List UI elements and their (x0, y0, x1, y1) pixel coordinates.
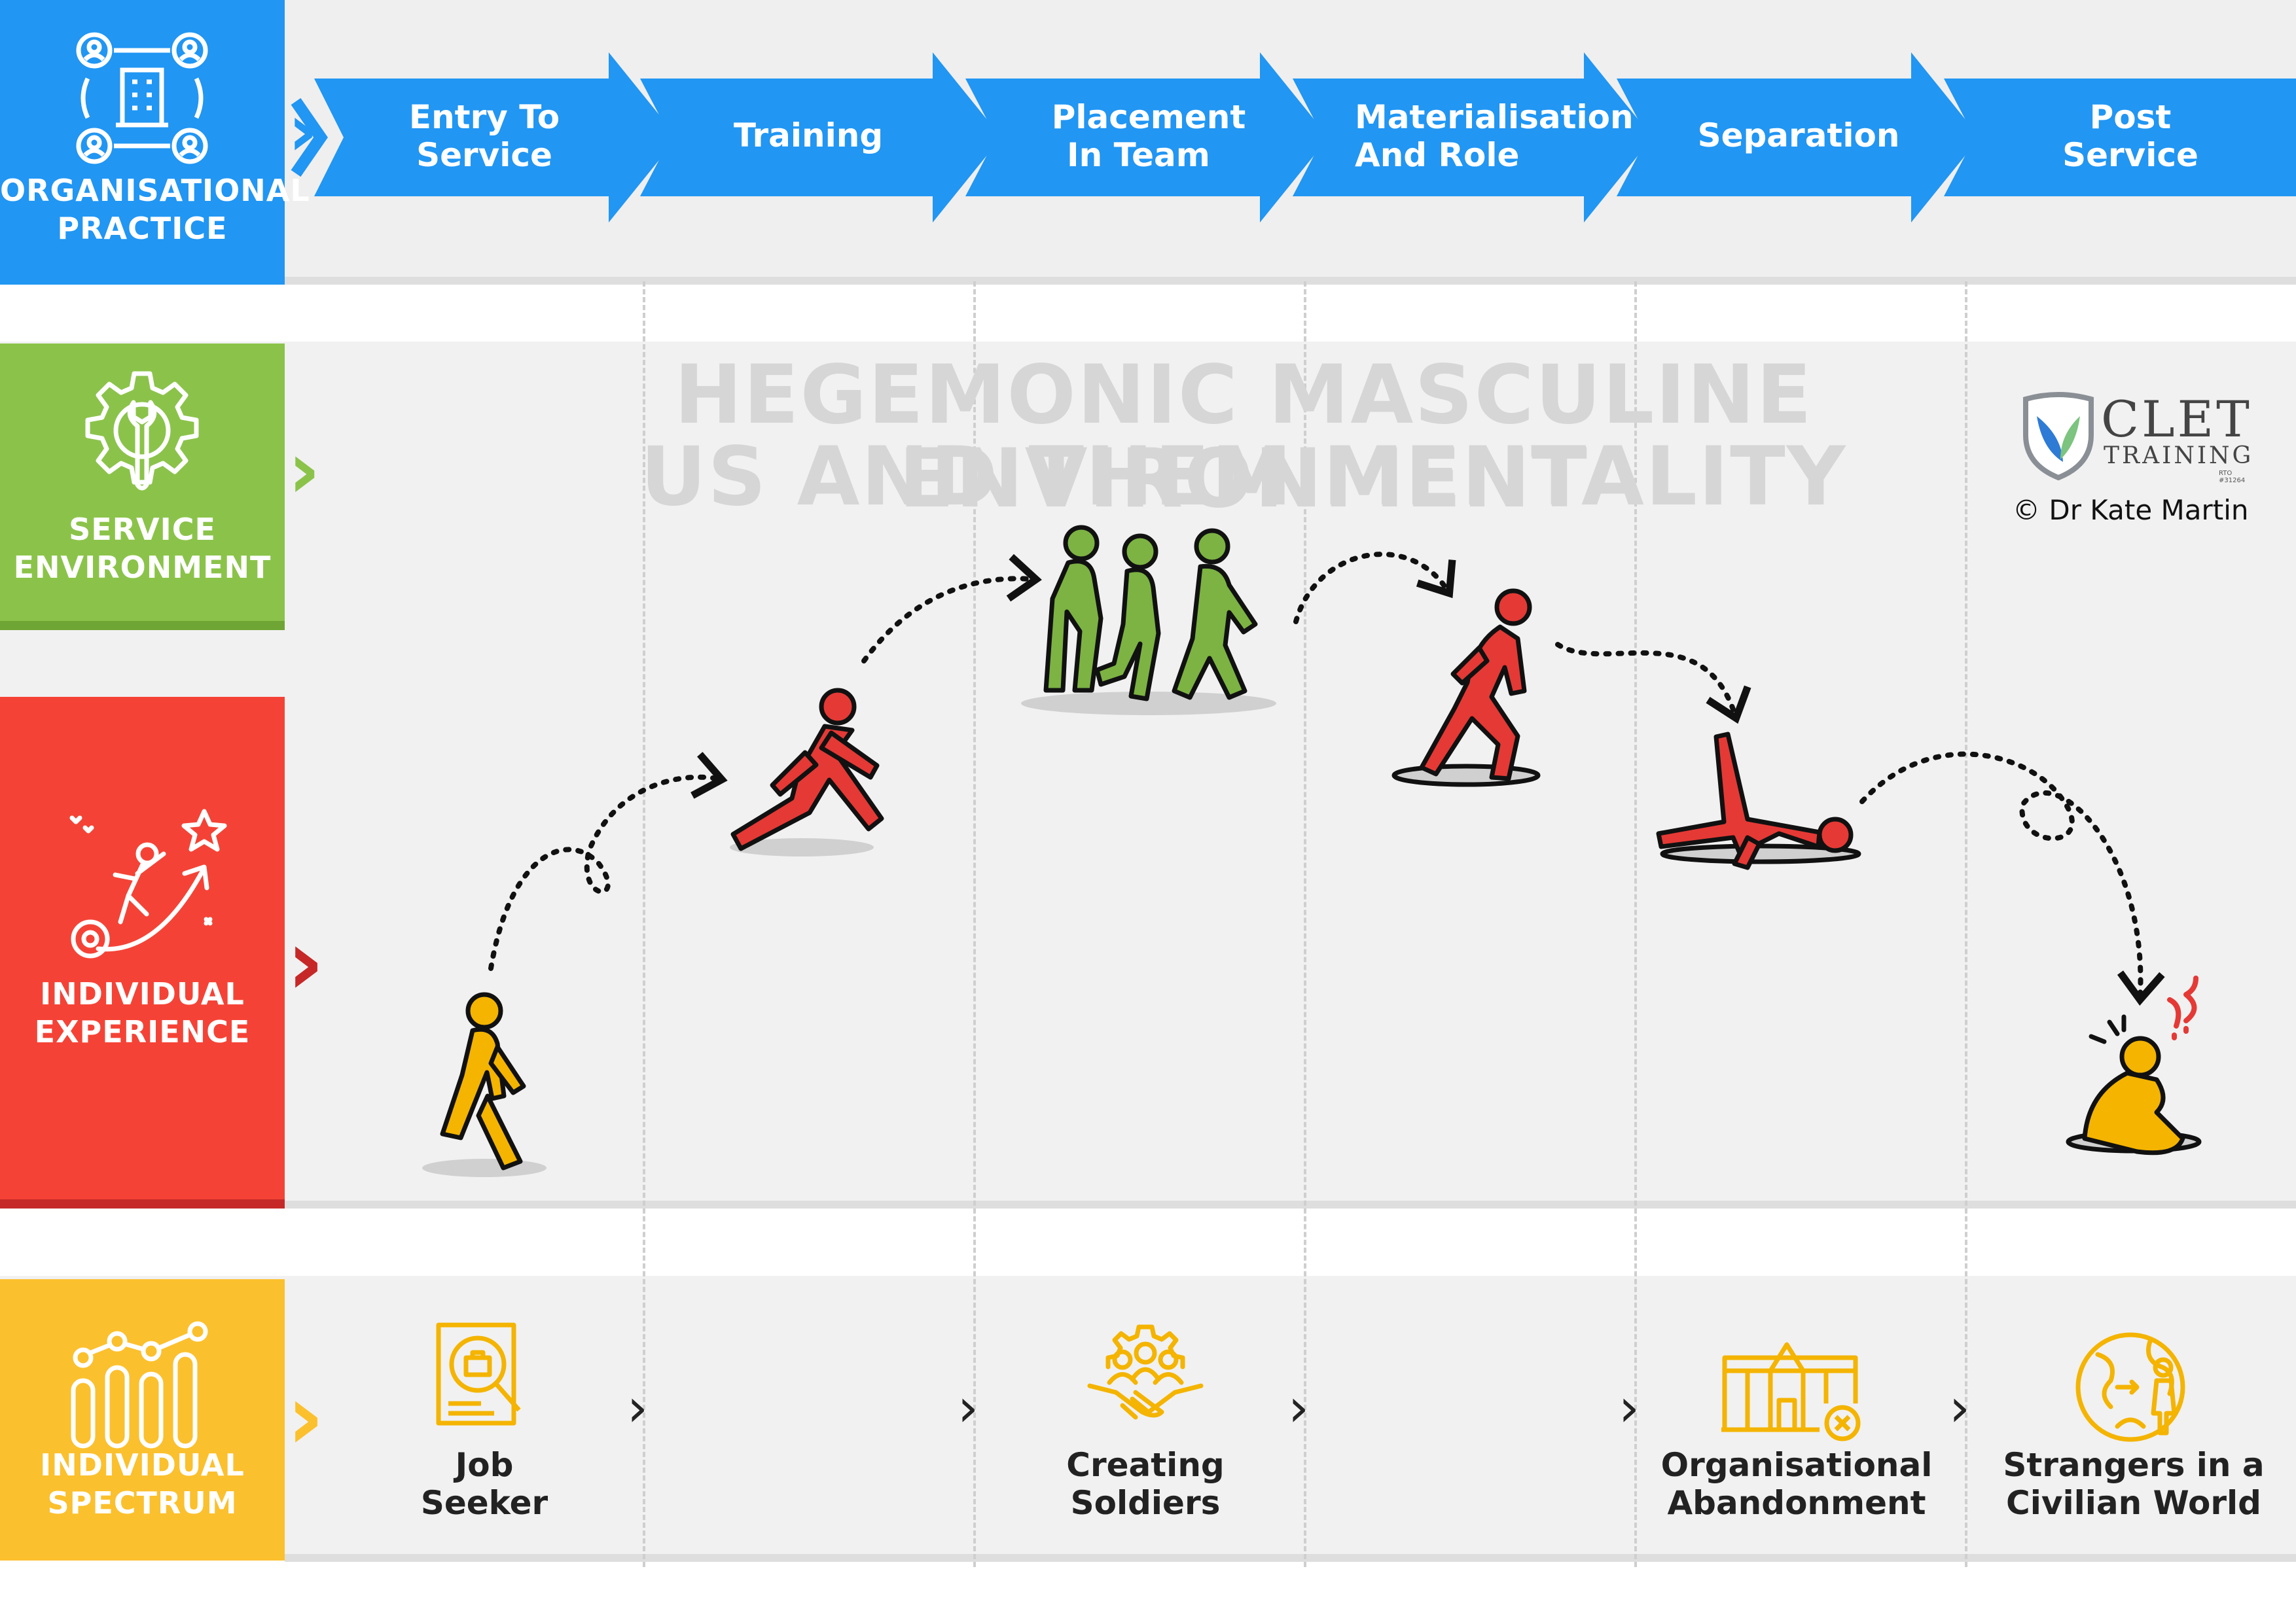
row-title-line: SERVICE (69, 512, 216, 547)
row-title-line: INDIVIDUAL (40, 976, 245, 1012)
practice-band-line (285, 277, 2296, 285)
figure-red-striding (730, 688, 884, 856)
figure-red-running (1391, 588, 1541, 787)
stage-label-line: Materialisation (1355, 98, 1634, 136)
row-title-line: EXPERIENCE (34, 1014, 251, 1050)
spectrum-line: Civilian World (2006, 1484, 2261, 1522)
stage-label-line: Entry To (408, 98, 560, 136)
stage-label-line: In Team (1067, 136, 1210, 174)
figure-yellow-walking (422, 992, 547, 1177)
stage-label-line: Service (416, 136, 552, 174)
stage-arrows (291, 52, 2296, 222)
stage-label-line: Training (733, 116, 884, 154)
shield-icon (2023, 392, 2094, 481)
spectrum-line: Strangers in a (2003, 1446, 2265, 1484)
stage-divider (973, 281, 976, 1567)
spectrum-line: Creating (1066, 1446, 1225, 1484)
stage-label-line: And Role (1355, 136, 1520, 174)
spectrum-band-line (285, 1554, 2296, 1562)
row-chevron-green: › (288, 425, 321, 516)
row-chevron-red: › (287, 909, 325, 1016)
figure-green-group (1021, 525, 1276, 715)
row-title-line: ORGANISATIONAL (0, 173, 310, 208)
spectrum-band (0, 1276, 2296, 1561)
journey-path-1 (488, 752, 728, 971)
spectrum-line: Soldiers (1070, 1484, 1221, 1522)
job-search-icon (436, 1322, 521, 1426)
journey-path-4 (1555, 642, 1751, 724)
spectrum-line: Abandonment (1667, 1484, 1926, 1522)
spectrum-line: Organisational (1660, 1446, 1933, 1484)
stage-arrow-placement (965, 52, 1329, 222)
stage-label-separation: Separation (1668, 116, 1929, 154)
row-stripe (0, 1199, 285, 1209)
closed-building-icon (1721, 1342, 1861, 1441)
logo-credit: © Dr Kate Martin (2013, 494, 2249, 526)
logo-sub: TRAINING (2104, 442, 2254, 469)
spectrum-chevron: › (1949, 1377, 1970, 1438)
journey-path-2 (861, 554, 1042, 663)
spectrum-chevron: › (958, 1377, 978, 1438)
organisation-people-icon (76, 32, 208, 164)
logo-rto: RTO #31264 (2219, 470, 2246, 484)
stage-divider (1634, 281, 1637, 1567)
figure-yellow-sitting (2066, 976, 2202, 1156)
stage-label-line: Service (2062, 136, 2198, 174)
journey-path-3 (1293, 552, 1456, 624)
stage-divider (643, 281, 645, 1567)
row-title-line: SPECTRUM (47, 1485, 238, 1521)
figure-red-fallen (1656, 732, 1861, 870)
main-band-line (285, 1201, 2296, 1209)
stage-label-training: Training (691, 116, 926, 154)
stage-arrow-training (640, 52, 1001, 222)
main-band (0, 342, 2296, 1209)
watermark-line-1: HEGEMONIC MASCULINE ENVIRONMENT (674, 348, 1813, 526)
spectrum-line: Seeker (420, 1484, 548, 1522)
lead-chevron (291, 97, 328, 177)
stage-label-line: Post (2089, 98, 2172, 136)
row-stripe (0, 621, 285, 630)
globe-person-icon (2075, 1332, 2185, 1442)
gear-wrench-icon (85, 371, 199, 491)
journey-path-5 (1859, 751, 2165, 1006)
row-title-line: ENVIRONMENT (13, 550, 272, 585)
spectrum-chevron: › (627, 1377, 648, 1438)
watermark-line-2: US AND THEM MENTALITY (640, 430, 1847, 524)
stage-arrow-post (1944, 79, 2296, 196)
handshake-team-icon (1087, 1324, 1204, 1420)
spectrum-chevron: › (1288, 1377, 1309, 1438)
bar-growth-icon (71, 1321, 208, 1449)
spectrum-line: Job (455, 1446, 514, 1484)
logo-name: CLET (2101, 390, 2252, 448)
stage-arrow-materialisation (1293, 52, 1653, 222)
stage-label-line: Placement (1051, 98, 1246, 136)
row-title-line: PRACTICE (57, 211, 228, 246)
stage-arrow-entry (314, 52, 677, 222)
climbing-achiever-icon (69, 809, 227, 959)
stage-arrow-separation (1617, 52, 1980, 222)
stage-divider (1965, 281, 1967, 1567)
clet-logo: CLET TRAINING RTO #31264 (2022, 390, 2258, 484)
stage-label-line: Separation (1697, 116, 1900, 154)
stage-divider (1304, 281, 1306, 1567)
row-chevron-yellow: › (287, 1364, 325, 1471)
spectrum-chevron: › (1619, 1377, 1640, 1438)
row-title-line: INDIVIDUAL (40, 1447, 245, 1483)
